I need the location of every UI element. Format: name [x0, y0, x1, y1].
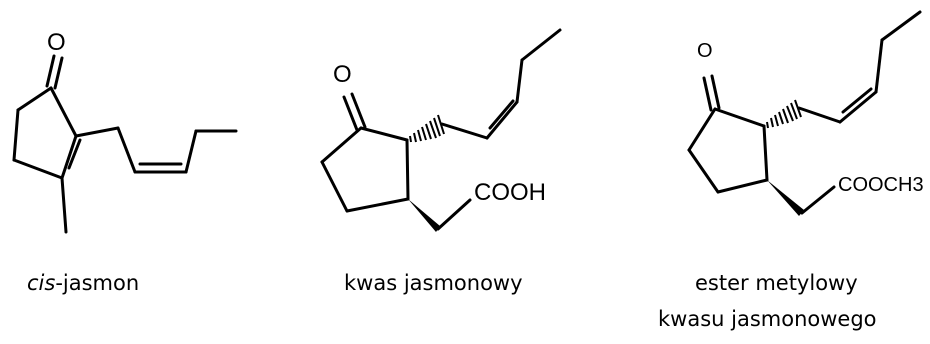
- oxygen-label-2: O: [333, 61, 352, 88]
- methyl-bond: [60, 176, 68, 234]
- caption-cis-jasmon: cis-jasmon: [27, 271, 139, 295]
- carbonyl-bond-3a: [710, 74, 721, 110]
- carbonyl-bond-2b: [342, 95, 359, 132]
- chain2-double-inner: [488, 99, 515, 130]
- carbonyl-bond-1a: [53, 56, 64, 90]
- chain2-bond-2: [485, 100, 519, 140]
- caption-rest-part: -jasmon: [55, 271, 140, 295]
- hashed-wedge-2: [409, 114, 445, 143]
- kwas-jasmonowy-structure: O COOH: [320, 28, 562, 232]
- carbonyl-bond-3b: [702, 76, 713, 112]
- chain3-bond-4: [880, 10, 922, 42]
- ring2-bond-e: [359, 126, 409, 142]
- ring3-bond-c: [716, 178, 769, 194]
- carbonyl-bond-2a: [350, 92, 367, 129]
- ring2-bond-d: [405, 138, 410, 201]
- coochs-label: COOCH3: [838, 174, 924, 196]
- ring3-bond-e: [713, 107, 766, 128]
- bold-wedge-3: [767, 180, 804, 216]
- oxygen-label-3: O: [697, 40, 713, 62]
- caption-ester-line1: ester metylowy: [695, 271, 858, 295]
- ring-double-inner: [67, 138, 82, 170]
- chain-bond-1: [74, 126, 120, 138]
- chain3-bond-2: [838, 90, 878, 124]
- ring2-bond-c: [345, 197, 410, 213]
- ring-bond-a: [16, 86, 53, 112]
- ring3-bond-d: [762, 124, 769, 182]
- chain2-bond-4: [520, 28, 562, 62]
- chain2-bond-1: [440, 122, 489, 140]
- ring-bond-c: [12, 158, 64, 180]
- carbonyl-bond-1b: [45, 54, 56, 88]
- oxygen-label-1: O: [47, 29, 66, 56]
- cooh-label: COOH: [474, 179, 546, 206]
- ch2-bond-2: [436, 198, 472, 231]
- hashed-wedge-3: [766, 99, 802, 129]
- chain3-bond-1: [797, 106, 842, 124]
- ring2-bond-a: [320, 126, 363, 164]
- caption-italic-part: cis: [27, 271, 56, 295]
- ring-bond-b: [12, 108, 20, 162]
- ring-bond-d: [60, 134, 78, 180]
- cis-jasmon-structure: O: [12, 29, 238, 234]
- chain3-double-inner: [841, 87, 873, 114]
- ring3-bond-b: [687, 148, 720, 194]
- chain-bond-4: [184, 129, 198, 174]
- ester-metylowy-structure: O COOCH3: [687, 10, 924, 216]
- ring-bond-e: [49, 86, 78, 138]
- ch2-bond-3: [800, 185, 836, 215]
- ring3-bond-a: [687, 107, 717, 152]
- chain2-bond-3: [515, 58, 524, 104]
- caption-ester-line2: kwasu jasmonowego: [658, 307, 877, 331]
- caption-kwas-jasmonowy: kwas jasmonowy: [344, 271, 523, 295]
- ring2-bond-b: [320, 160, 349, 213]
- bold-wedge-2: [408, 199, 440, 232]
- chain-bond-2: [116, 126, 137, 174]
- chain3-bond-3: [874, 38, 884, 94]
